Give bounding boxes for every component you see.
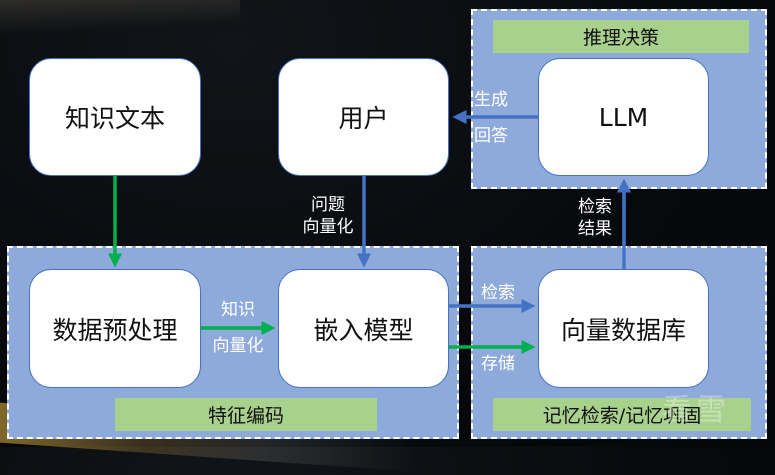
- watermark: 看雪: [662, 393, 730, 428]
- edge-label-generate-answer: 生成 回答: [474, 90, 508, 146]
- group-label-feature-encoding: 特征编码: [115, 398, 377, 431]
- edge-label-store: 存储: [481, 354, 515, 374]
- group-label-reasoning: 推理决策: [493, 20, 749, 53]
- node-embedding-model: 嵌入模型: [278, 269, 449, 388]
- background-streak: [0, 0, 241, 37]
- edge-label-retrieval-result: 检索 结果: [578, 197, 612, 239]
- edge-label-question-vectorize: 问题 向量化: [302, 195, 354, 237]
- group-label-memory: 记忆检索/记忆巩固: [493, 398, 751, 431]
- node-vector-db: 向量数据库: [538, 269, 709, 388]
- node-preprocess: 数据预处理: [29, 269, 201, 388]
- node-user: 用户: [278, 58, 449, 176]
- edge-label-retrieve: 检索: [481, 283, 515, 303]
- node-llm: LLM: [538, 58, 709, 176]
- node-knowledge-text: 知识文本: [29, 58, 201, 176]
- edge-label-knowledge-vectorize: 知识 向量化: [212, 300, 264, 356]
